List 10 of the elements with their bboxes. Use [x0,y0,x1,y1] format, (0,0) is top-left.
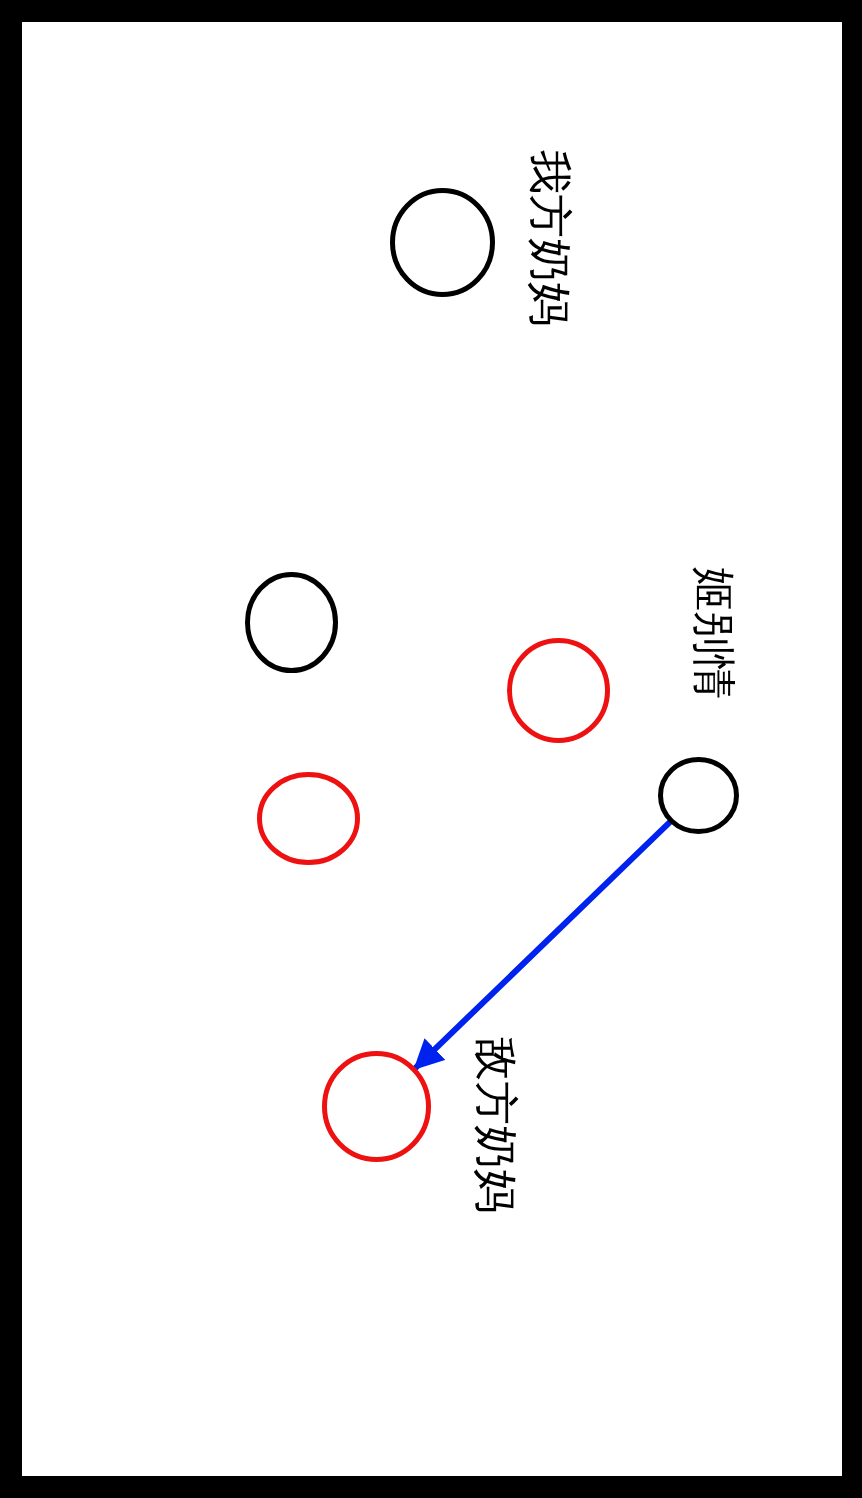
player-label: 敌方奶妈 [474,1037,518,1213]
arrow [412,819,673,1071]
circle-marker [244,571,338,673]
circle-marker [321,1050,431,1162]
circle-marker [256,771,360,865]
player-label: 我方奶妈 [528,150,572,326]
circle-marker [506,637,610,743]
circle-marker [389,187,495,297]
player-label: 姬别情 [692,567,736,699]
circle-marker [657,756,739,834]
